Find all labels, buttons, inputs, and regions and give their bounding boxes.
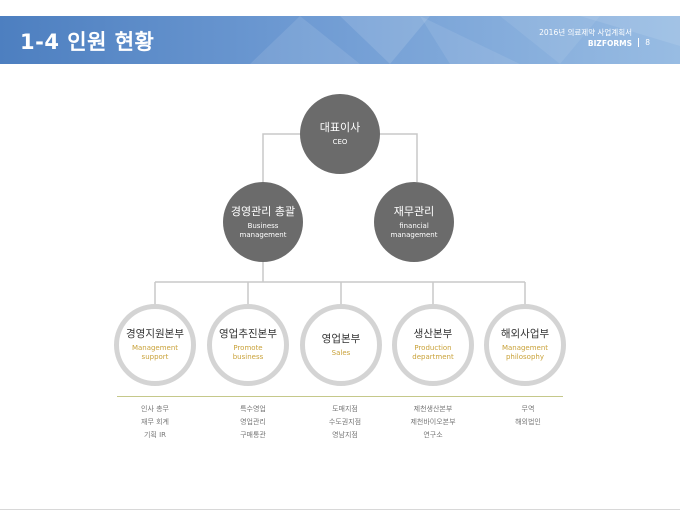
header-subtitle-block: 2016년 의료제약 사업계획서 BIZFORMS — [539, 27, 632, 49]
list-item: 영업관리 — [240, 418, 266, 426]
division-label: 해외사업부 — [500, 328, 550, 340]
division-label: 경영지원본부 — [126, 328, 184, 340]
division-english-line: business — [232, 353, 264, 361]
list-item: 연구소 — [423, 431, 443, 439]
division-label: 영업본부 — [321, 332, 361, 345]
page-separator — [638, 38, 639, 47]
node-ceo-label: 대표이사 — [319, 121, 361, 134]
division-items-list: 도매지점 수도권지점 영남지점 — [300, 403, 390, 442]
node-english-line: management — [239, 230, 287, 239]
division-english: Management philosophy — [502, 344, 548, 362]
division-overseas: 해외사업부 Management philosophy — [484, 304, 566, 386]
division-items-list: 특수영업 영업관리 구매통관 — [208, 403, 298, 442]
division-items-list: 무역 해외법인 — [483, 403, 573, 429]
node-financial-management: 재무관리 financial management — [374, 182, 454, 262]
node-label: 경영관리 총괄 — [230, 204, 296, 218]
list-item: 구매통관 — [240, 431, 266, 439]
node-ceo: 대표이사 CEO — [300, 94, 380, 174]
list-item: 도매지점 — [332, 405, 358, 413]
node-english-line: management — [390, 230, 438, 239]
division-promote-business: 영업추진본부 Promote business — [207, 304, 289, 386]
list-item: 영남지점 — [332, 431, 358, 439]
division-english-line: Production — [414, 344, 452, 352]
division-production: 생산본부 Production department — [392, 304, 474, 386]
list-item: 기획 IR — [143, 431, 167, 439]
division-items-list: 인사 총무 재무 회계 기획 IR — [110, 403, 200, 442]
division-english: Production department — [412, 344, 453, 362]
division-english: Promote business — [233, 344, 264, 362]
page-title: 1-4 인원 현황 — [20, 30, 155, 54]
header-bar: 1-4 인원 현황 2016년 의료제약 사업계획서 BIZFORMS 8 — [0, 16, 680, 64]
list-item: 수도권지점 — [328, 418, 362, 426]
list-item: 해외법인 — [515, 418, 541, 426]
list-item: 제천생산본부 — [413, 405, 453, 413]
header-decoration — [250, 16, 680, 64]
division-management-support: 경영지원본부 Management support — [114, 304, 196, 386]
division-items-list: 제천생산본부 제천바이오본부 연구소 — [388, 403, 478, 442]
division-english: Management support — [132, 344, 178, 362]
document-subtitle: 2016년 의료제약 사업계획서 — [539, 28, 632, 37]
node-english-line: Business — [247, 221, 279, 230]
division-english-line: department — [412, 353, 454, 361]
list-item: 무역 — [521, 405, 535, 413]
division-english: Sales — [332, 349, 351, 358]
node-label: 재무관리 — [393, 204, 435, 218]
page-number: 8 — [645, 38, 650, 47]
list-item: 특수영업 — [240, 405, 266, 413]
division-label: 생산본부 — [413, 328, 453, 340]
division-english-line: Promote — [233, 344, 263, 352]
division-english-line: support — [141, 353, 169, 361]
divider-line — [117, 396, 563, 397]
node-business-management: 경영관리 총괄 Business management — [223, 182, 303, 262]
list-item: 인사 총무 — [141, 405, 169, 413]
brand-name: BIZFORMS — [587, 39, 632, 48]
division-english-line: Management — [131, 344, 179, 352]
node-english: Business management — [240, 222, 287, 240]
node-ceo-english: CEO — [332, 138, 348, 146]
node-english-line: financial — [399, 221, 429, 230]
division-english-line: philosophy — [505, 353, 544, 361]
list-item: 제천바이오본부 — [410, 418, 456, 426]
division-english-line: Sales — [331, 348, 351, 357]
list-item: 재무 회계 — [141, 418, 169, 426]
division-sales: 영업본부 Sales — [300, 304, 382, 386]
division-label: 영업추진본부 — [219, 328, 277, 340]
node-english: financial management — [391, 222, 438, 240]
division-english-line: Management — [501, 344, 549, 352]
